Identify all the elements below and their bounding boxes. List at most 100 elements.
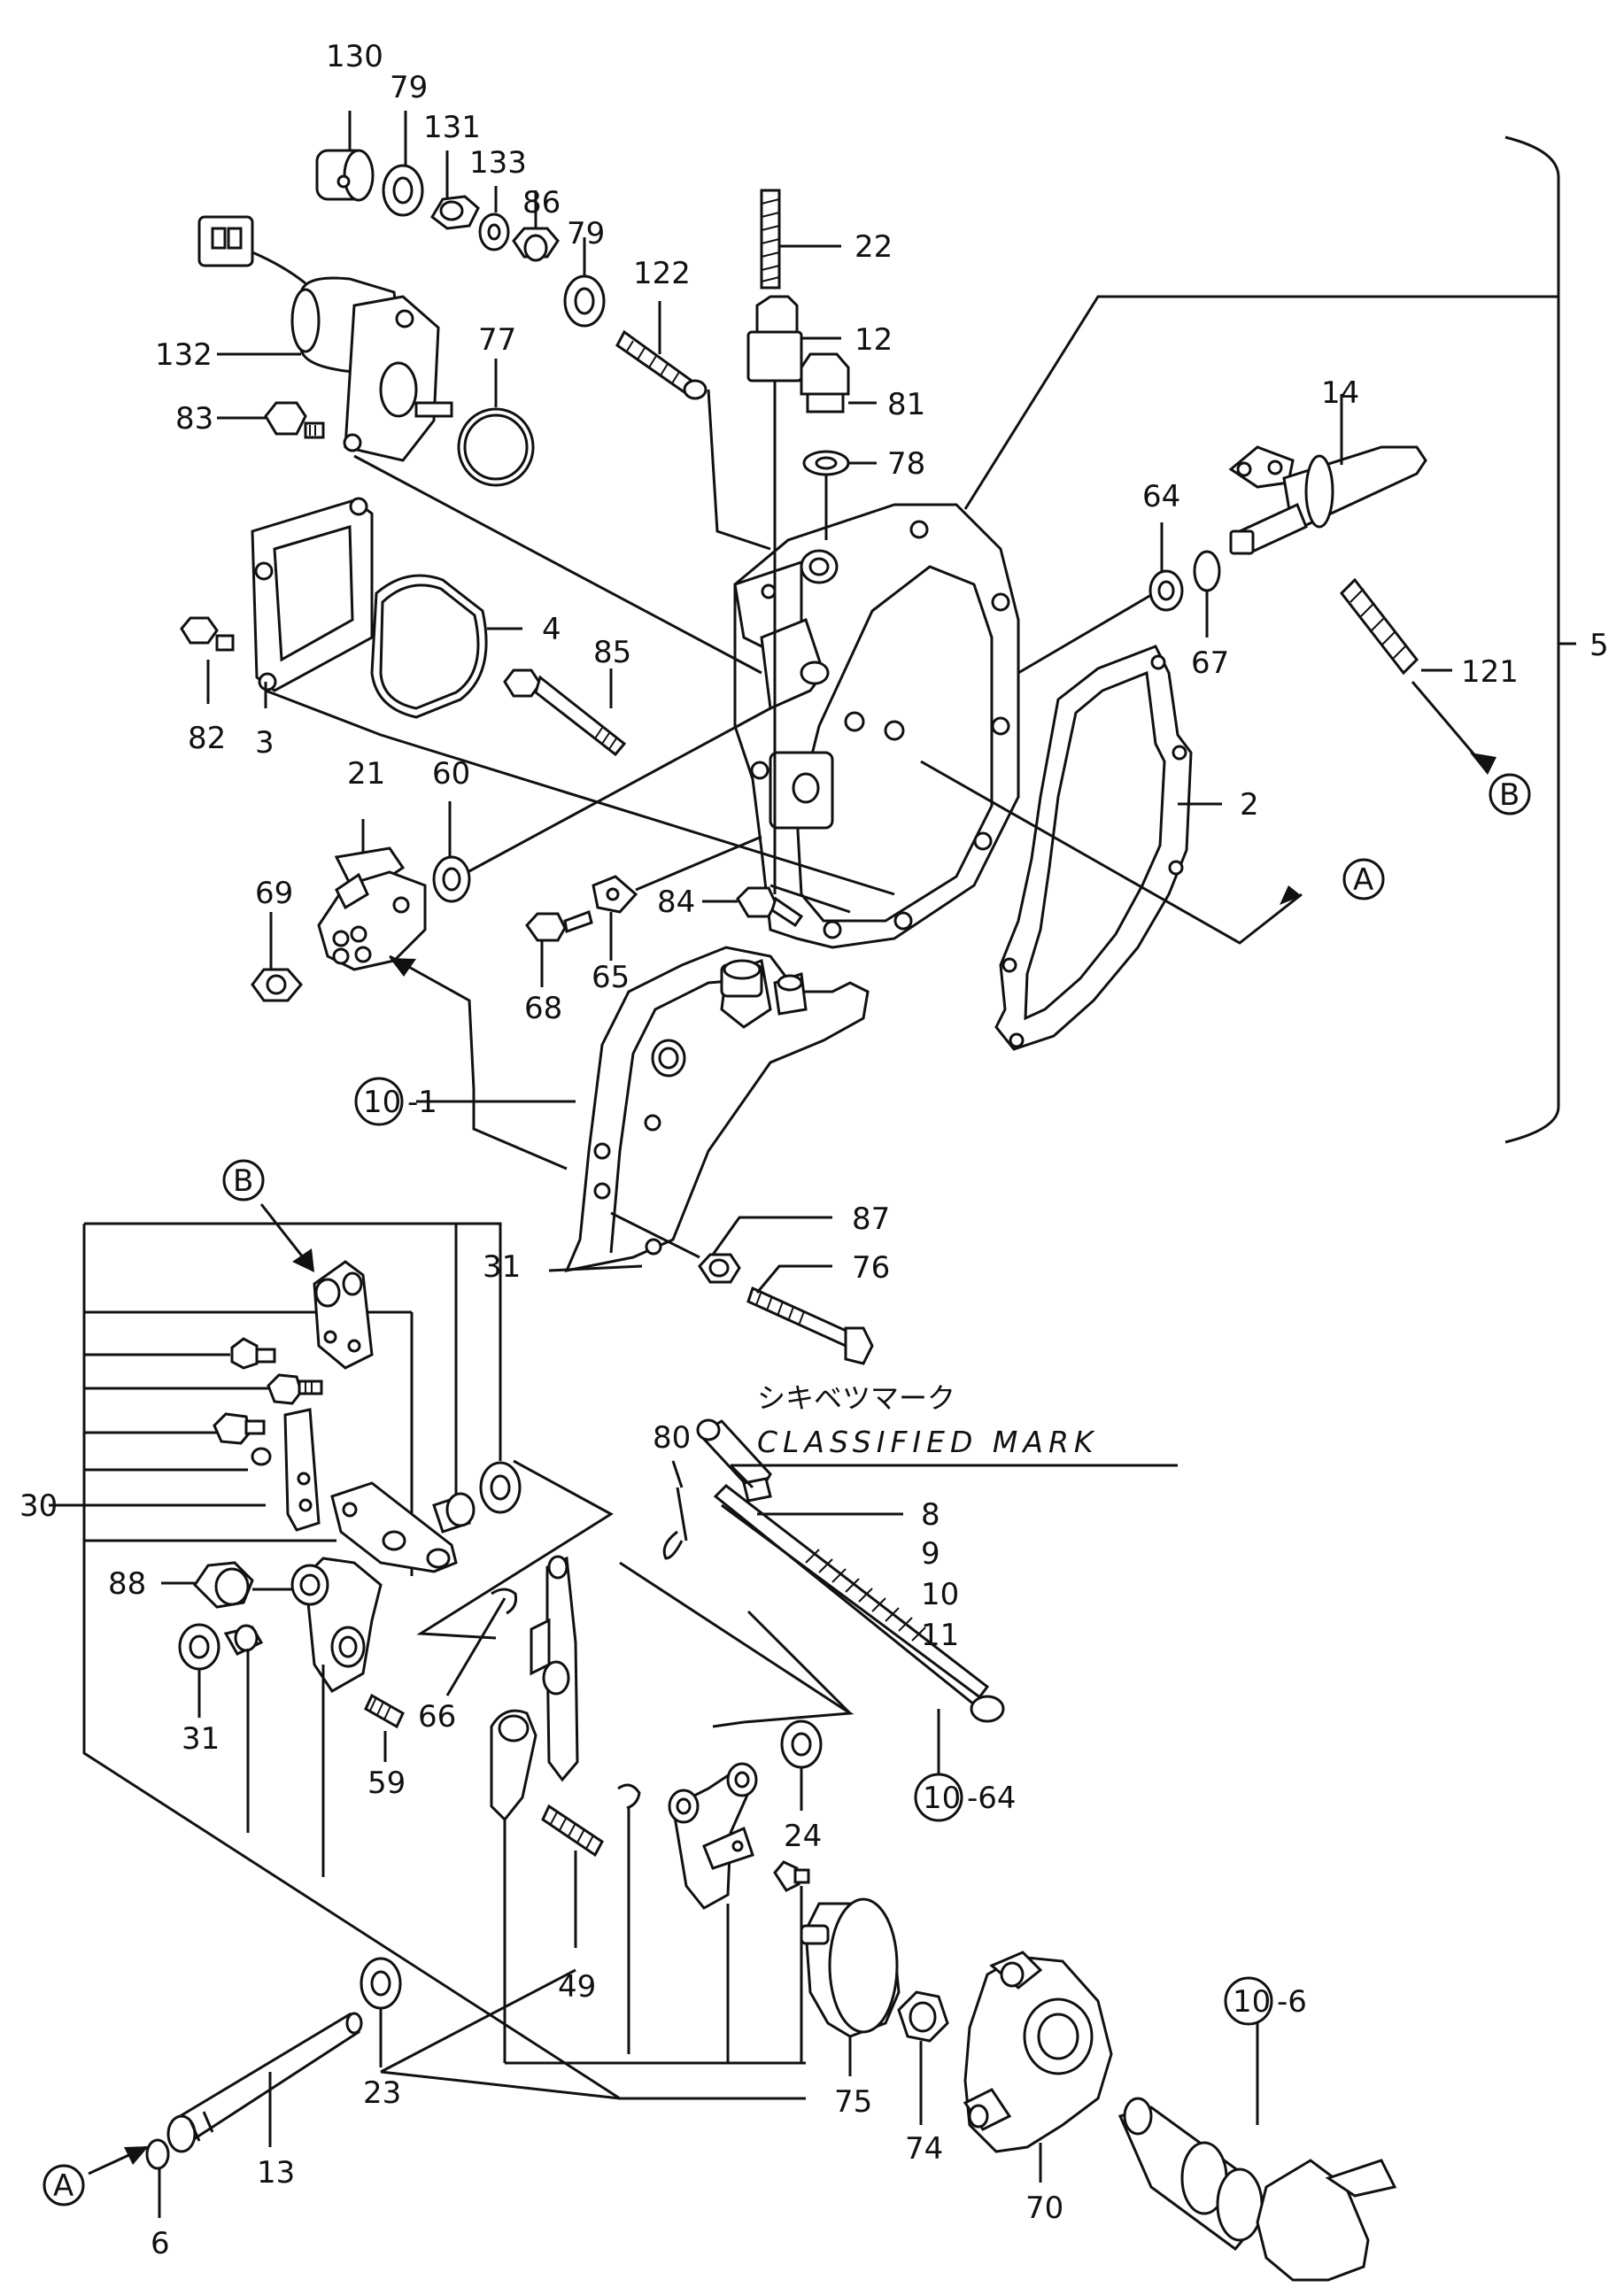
part-22-spring	[760, 189, 841, 290]
part-81-plug	[800, 352, 877, 413]
leader-gasket	[265, 689, 895, 896]
circle-ref-a-top: A	[1342, 858, 1385, 900]
label-87: 87	[852, 1202, 890, 1237]
governor-lever-assembly	[317, 870, 427, 971]
part-12-fitting	[746, 295, 841, 894]
svg-text:10: 10	[923, 1781, 961, 1816]
part-74-nut	[897, 1990, 949, 2125]
part-121-spring	[1340, 577, 1496, 775]
part-86-nut	[512, 190, 560, 262]
part-80-cotter	[662, 1460, 688, 1560]
part-70-flyweight	[963, 1951, 1113, 2183]
circle-ref-10-1: 10 -1	[354, 1077, 437, 1126]
label-83: 83	[175, 401, 213, 437]
part-85-bolt	[503, 668, 627, 757]
solenoid-group	[197, 111, 606, 487]
part-67-oring	[1193, 550, 1221, 638]
arrow-a-top	[920, 760, 1303, 945]
label-59: 59	[367, 1766, 406, 1801]
label-133: 133	[469, 145, 527, 181]
label-131: 131	[423, 110, 481, 145]
part-lever-plate	[668, 1762, 758, 2063]
part-132-solenoid	[197, 215, 453, 462]
part-65-plate	[592, 835, 762, 961]
label-67: 67	[1191, 645, 1229, 681]
part-84-bolt	[702, 886, 804, 928]
label-85: 85	[593, 635, 631, 670]
part-122-screw	[615, 301, 771, 551]
part-labels: 130 79 131 133 86 79 122 22 12 81 78 132…	[19, 39, 1609, 2261]
part-6-ring	[145, 2138, 170, 2218]
label-121: 121	[1461, 654, 1519, 690]
svg-text:A: A	[53, 2168, 73, 2204]
label-77: 77	[478, 322, 516, 358]
governor-housing	[733, 503, 1020, 949]
part-131-clip	[430, 151, 480, 230]
svg-text:B: B	[1499, 777, 1520, 813]
part-59-spring	[364, 1693, 405, 1762]
circle-ref-10-6: 10 -6	[1224, 1976, 1307, 2026]
part-60-washer	[432, 707, 771, 903]
part-14-shaft	[1228, 394, 1427, 556]
part-68-bolt	[525, 910, 593, 987]
label-132: 132	[155, 337, 213, 373]
part-88-nut	[161, 1561, 301, 1609]
circle-ref-b-top: B	[1489, 773, 1531, 815]
part-79-washer-2	[563, 237, 606, 328]
leader-5	[963, 295, 1558, 510]
label-70: 70	[1025, 2191, 1063, 2226]
label-49: 49	[558, 1969, 596, 2005]
label-86: 86	[522, 185, 561, 220]
label-12: 12	[855, 322, 893, 358]
part-pin-small	[773, 1860, 810, 2063]
label-122: 122	[633, 256, 691, 291]
part-link-plate	[283, 1408, 321, 1532]
part-77-oring	[457, 359, 535, 487]
label-82: 82	[188, 721, 226, 756]
svg-text:10: 10	[363, 1085, 401, 1120]
part-13-shaft	[166, 2012, 363, 2153]
label-22: 22	[855, 229, 893, 265]
label-60: 60	[432, 756, 470, 792]
label-64: 64	[1142, 479, 1180, 514]
arrow-b-mid	[259, 1203, 314, 1272]
classified-mark-jp: シキベツマーク	[757, 1381, 955, 1415]
part-lever-short	[490, 1709, 537, 2063]
center-bracket	[416, 1459, 855, 1728]
part-lever-long	[530, 1555, 579, 1782]
label-2: 2	[1240, 787, 1259, 823]
label-23: 23	[363, 2075, 401, 2111]
label-4: 4	[542, 612, 561, 647]
part-bracket-b	[313, 1260, 374, 1370]
label-6: 6	[151, 2226, 170, 2261]
classified-mark-en: CLASSIFIED MARK	[757, 1425, 1099, 1459]
label-74: 74	[905, 2131, 943, 2167]
label-9: 9	[921, 1536, 940, 1572]
label-31-bottom: 31	[182, 1721, 220, 1757]
svg-text:-6: -6	[1277, 1984, 1307, 2020]
bottom-center-bracket	[380, 1968, 806, 2100]
arrow-lever	[389, 954, 568, 1171]
part-69-nut	[251, 912, 303, 1002]
part-78-washer	[802, 450, 877, 540]
part-66-clip	[445, 1588, 517, 1696]
part-2-gasket	[994, 645, 1222, 1051]
part-23-washer	[360, 1957, 402, 2067]
label-88: 88	[108, 1566, 146, 1602]
part-small-bolt	[267, 1373, 323, 1405]
svg-text:A: A	[1353, 862, 1373, 898]
label-5: 5	[1589, 628, 1609, 663]
svg-text:-1: -1	[407, 1085, 437, 1120]
label-84: 84	[657, 885, 695, 920]
part-75-weight	[800, 1897, 901, 2076]
part-bolt-small-2	[213, 1412, 272, 1466]
leader-solenoid	[353, 454, 762, 675]
part-130-cap	[315, 111, 375, 202]
part-83-bolt	[217, 401, 325, 439]
part-79-washer	[382, 111, 424, 217]
label-75: 75	[834, 2084, 872, 2120]
label-79b: 79	[567, 216, 605, 251]
svg-text:10: 10	[1233, 1984, 1271, 2020]
label-31-top: 31	[483, 1249, 521, 1285]
